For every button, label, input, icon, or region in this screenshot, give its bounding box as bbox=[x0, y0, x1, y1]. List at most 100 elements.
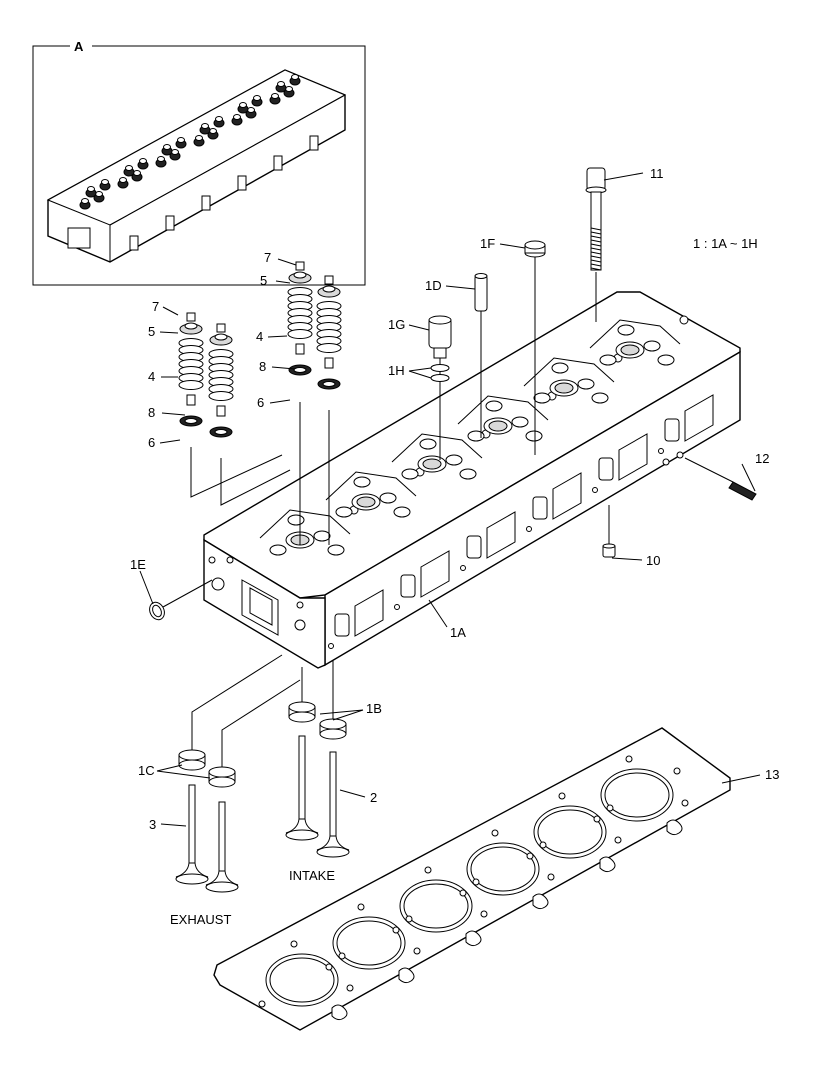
spring-b-keeper bbox=[216, 323, 226, 333]
inset-spring-cap bbox=[291, 74, 299, 80]
cylinder-head-1A bbox=[203, 291, 741, 669]
seat-1B-a-top bbox=[288, 701, 316, 713]
stud-12 bbox=[684, 457, 757, 501]
callout-1D: 1D bbox=[425, 278, 442, 293]
callout-1C: 1C bbox=[138, 763, 155, 778]
exhaust-port bbox=[400, 574, 416, 598]
thread bbox=[590, 235, 602, 239]
spring-b-coil bbox=[208, 391, 234, 401]
port-window bbox=[684, 394, 714, 442]
valve-pocket bbox=[327, 544, 345, 556]
callout-11: 11 bbox=[650, 166, 664, 181]
port-window bbox=[354, 589, 384, 637]
inset-spring-cap bbox=[247, 107, 255, 113]
injector-bore-inner bbox=[422, 458, 442, 470]
port-window bbox=[618, 433, 648, 481]
cylinder-bore bbox=[265, 953, 339, 1007]
valve-pocket bbox=[401, 468, 419, 480]
valve-pocket bbox=[335, 506, 353, 518]
callout-1B: 1B bbox=[366, 701, 382, 716]
callout-7-right: 7 bbox=[264, 250, 271, 265]
bolt-hole bbox=[673, 767, 681, 775]
bore-ring bbox=[269, 957, 335, 1003]
valve-pocket bbox=[643, 340, 661, 352]
water-hole bbox=[558, 792, 566, 800]
valve-pocket bbox=[419, 438, 437, 450]
callout-4-left: 4 bbox=[148, 369, 155, 384]
callout-7-left: 7 bbox=[152, 299, 159, 314]
valve-seats bbox=[178, 701, 347, 788]
inset-spring-cap bbox=[95, 191, 103, 197]
valve-pocket bbox=[525, 430, 543, 442]
head-bolt-boss bbox=[679, 315, 689, 325]
valve-pocket bbox=[353, 476, 371, 488]
oil-hole bbox=[547, 873, 555, 881]
callout-8-left: 8 bbox=[148, 405, 155, 420]
valve-spring-stacks bbox=[178, 261, 342, 438]
rocker-rib bbox=[589, 319, 681, 349]
head-gasket-13 bbox=[213, 727, 731, 1031]
callout-13: 13 bbox=[765, 767, 779, 782]
bolt-hole bbox=[539, 841, 547, 849]
inset-spring-cap bbox=[239, 102, 247, 108]
exhaust-port bbox=[466, 535, 482, 559]
inset-port bbox=[309, 135, 319, 151]
bolt-hole bbox=[392, 926, 400, 934]
callout-4-right: 4 bbox=[256, 329, 263, 344]
exhaust-port bbox=[334, 613, 350, 637]
inset-spring-cap bbox=[119, 177, 127, 183]
oil-hole bbox=[413, 947, 421, 955]
callout-labels: 11 1F 1 : 1A ~ 1H 1D 1G 1H 7 5 4 8 6 7 5… bbox=[130, 166, 779, 927]
bore-ring bbox=[537, 809, 603, 855]
rocker-rib bbox=[391, 433, 483, 463]
exhaust-valve-b-face bbox=[205, 881, 239, 893]
valve-pocket bbox=[551, 362, 569, 374]
rocker-rib bbox=[259, 509, 351, 539]
valve-pocket bbox=[393, 506, 411, 518]
inset-spring-cap bbox=[201, 123, 209, 129]
valve-pocket bbox=[287, 514, 305, 526]
seat-1B-b-top bbox=[319, 718, 347, 730]
callout-12: 12 bbox=[755, 451, 769, 466]
inset-label: A bbox=[74, 39, 84, 54]
inset-view-a: A bbox=[32, 39, 366, 286]
tube-1D bbox=[474, 273, 488, 438]
thread bbox=[590, 251, 602, 255]
inset-spring-cap bbox=[215, 116, 223, 122]
inset-spring-cap bbox=[133, 170, 141, 176]
inset-spring-cap bbox=[253, 95, 261, 101]
bolt-hole bbox=[325, 963, 333, 971]
spring-a-seat bbox=[186, 394, 196, 406]
thread bbox=[590, 263, 602, 267]
thread bbox=[590, 227, 602, 231]
plug-10 bbox=[602, 505, 616, 558]
callout-5-right: 5 bbox=[260, 273, 267, 288]
thread bbox=[590, 239, 602, 243]
oil-hole bbox=[614, 836, 622, 844]
seat-1B-b-bottom bbox=[319, 728, 347, 740]
valves bbox=[175, 735, 350, 893]
callout-1E: 1E bbox=[130, 557, 146, 572]
seat-1C-b-bottom bbox=[208, 776, 236, 788]
thread bbox=[590, 247, 602, 251]
bolt-hole bbox=[460, 565, 466, 571]
bolt-hole bbox=[338, 952, 346, 960]
inset-port bbox=[273, 155, 283, 171]
valve-pocket bbox=[379, 492, 397, 504]
oil-hole bbox=[346, 984, 354, 992]
water-hole bbox=[357, 903, 365, 911]
exhaust-valve-b-stem bbox=[218, 801, 226, 872]
inset-port bbox=[129, 235, 139, 251]
bore-ring bbox=[604, 772, 670, 818]
spring-d-coil bbox=[316, 343, 342, 353]
thread bbox=[590, 259, 602, 263]
cylinder-bore bbox=[533, 805, 607, 859]
inset-spring-cap bbox=[125, 165, 133, 171]
bolt-hole bbox=[526, 526, 532, 532]
valve-pocket bbox=[485, 400, 503, 412]
intake-valve-b-head bbox=[316, 835, 350, 851]
inset-spring-cap bbox=[271, 93, 279, 99]
valve-pocket bbox=[657, 354, 675, 366]
valve-pocket bbox=[599, 354, 617, 366]
